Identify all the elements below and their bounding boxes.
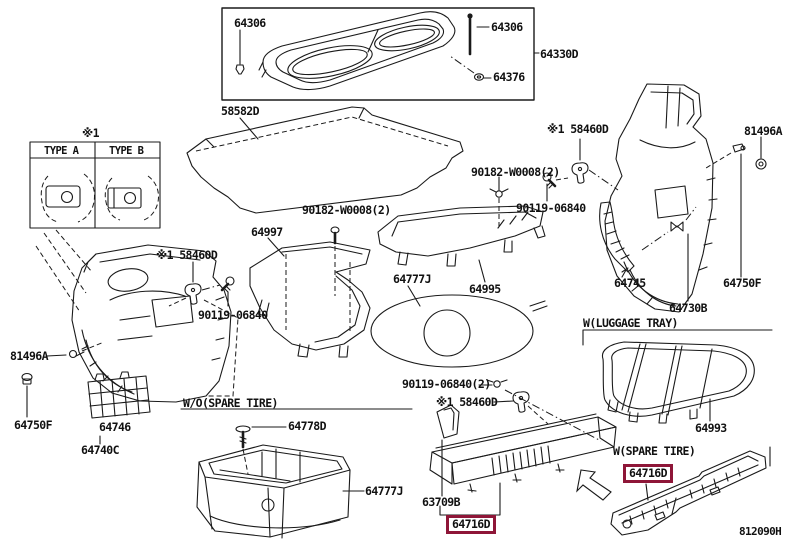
bracket-64995-drawing	[377, 205, 546, 283]
type-b-header: TYPE B	[109, 145, 144, 157]
screw-90182-left	[330, 226, 340, 296]
part-label-81496a-left[interactable]: 81496A	[10, 349, 49, 363]
part-label-64745[interactable]: 64745	[614, 276, 646, 290]
trunk-mat-drawing	[186, 106, 464, 214]
part-label-64750f-left[interactable]: 64750F	[14, 418, 53, 432]
part-label-64778d[interactable]: 64778D	[288, 419, 327, 433]
screw-64778d	[235, 425, 287, 475]
screw-64306-right	[467, 13, 490, 56]
part-label-64750f-right[interactable]: 64750F	[723, 276, 762, 290]
part-label-64997[interactable]: 64997	[251, 225, 283, 239]
hook-58460d-right	[555, 138, 619, 191]
part-label-90182-w0008-left[interactable]: 90182-W0008(2)	[302, 203, 391, 217]
grommet-81496a-right	[755, 136, 767, 170]
part-label-64777j-bottom[interactable]: 64777J	[365, 484, 404, 498]
note-with-luggage-tray: W(LUGGAGE TRAY)	[583, 316, 678, 330]
part-label-90119-06840-2[interactable]: 90119-06840(2)	[402, 377, 491, 391]
type-table-note: ※1	[82, 126, 100, 140]
install-direction-arrow	[576, 469, 612, 501]
clip-64306-left	[235, 29, 245, 75]
deck-trim-64716d-right-drawing	[610, 446, 771, 536]
left-quarter-trim-drawing	[71, 244, 239, 403]
part-label-64716d-highlighted-bottom[interactable]: 64716D	[446, 515, 496, 534]
luggage-tray-64993-drawing	[601, 341, 755, 424]
hook-58460d-bottom	[493, 391, 549, 425]
part-label-58460d-left[interactable]: ※1 58460D	[156, 248, 218, 262]
hook-58460d-left	[168, 261, 221, 307]
part-label-64306-top-left[interactable]: 64306	[234, 16, 266, 30]
part-label-90119-06840-right[interactable]: 90119-06840	[516, 201, 586, 215]
pin-64750f-right	[705, 143, 746, 278]
clip-81496a-left	[46, 341, 105, 359]
note-without-spare-tire: W/O(SPARE TIRE)	[183, 396, 278, 410]
part-label-63709b[interactable]: 63709B	[422, 495, 461, 509]
strip-64745-drawing	[599, 201, 635, 278]
grommet-64750f-left	[21, 372, 33, 418]
part-label-64306-top-right[interactable]: 64306	[491, 20, 523, 34]
package-tray-drawing	[258, 11, 456, 91]
clip-64376	[449, 55, 492, 81]
type-a-header: TYPE A	[44, 145, 79, 157]
clip-butterfly-58460d-right	[641, 206, 697, 251]
diagram-code: 812090H	[739, 525, 782, 538]
bracket-64997-drawing	[249, 237, 371, 358]
part-label-64746[interactable]: 64746	[99, 420, 131, 434]
note-with-spare-tire: W(SPARE TIRE)	[613, 444, 696, 458]
part-label-64995[interactable]: 64995	[469, 282, 501, 296]
screw-90119-right	[541, 171, 557, 202]
part-label-64376[interactable]: 64376	[493, 70, 525, 84]
part-label-90119-06840-left[interactable]: 90119-06840	[198, 308, 268, 322]
package-tray-box-frame	[221, 7, 535, 101]
wingbolt-90119-bottom	[478, 379, 602, 442]
part-label-64730b[interactable]: 64730B	[669, 301, 708, 315]
right-quarter-trim-drawing	[604, 83, 718, 313]
part-label-58460d-bottom[interactable]: ※1 58460D	[436, 395, 498, 409]
toolbox-64777j-drawing	[196, 444, 365, 539]
part-label-64740c[interactable]: 64740C	[81, 443, 120, 457]
spare-tire-cover-drawing	[370, 285, 548, 368]
bracket-64746-drawing	[87, 371, 151, 445]
part-label-64777j-center[interactable]: 64777J	[393, 272, 432, 286]
part-label-58582d[interactable]: 58582D	[221, 104, 260, 118]
part-label-81496a-right[interactable]: 81496A	[744, 124, 783, 138]
part-label-58460d-right[interactable]: ※1 58460D	[547, 122, 609, 136]
screw-90119-left	[220, 275, 236, 307]
part-label-64330d[interactable]: 64330D	[540, 47, 579, 61]
part-label-90182-w0008-right[interactable]: 90182-W0008(2)	[471, 165, 560, 179]
wingbolt-90182-right	[489, 176, 509, 230]
part-label-64716d-highlighted-right[interactable]: 64716D	[623, 464, 673, 483]
part-label-64993[interactable]: 64993	[695, 421, 727, 435]
luggage-tray-section-bracket	[582, 329, 773, 346]
type-table-drawing	[29, 141, 161, 313]
